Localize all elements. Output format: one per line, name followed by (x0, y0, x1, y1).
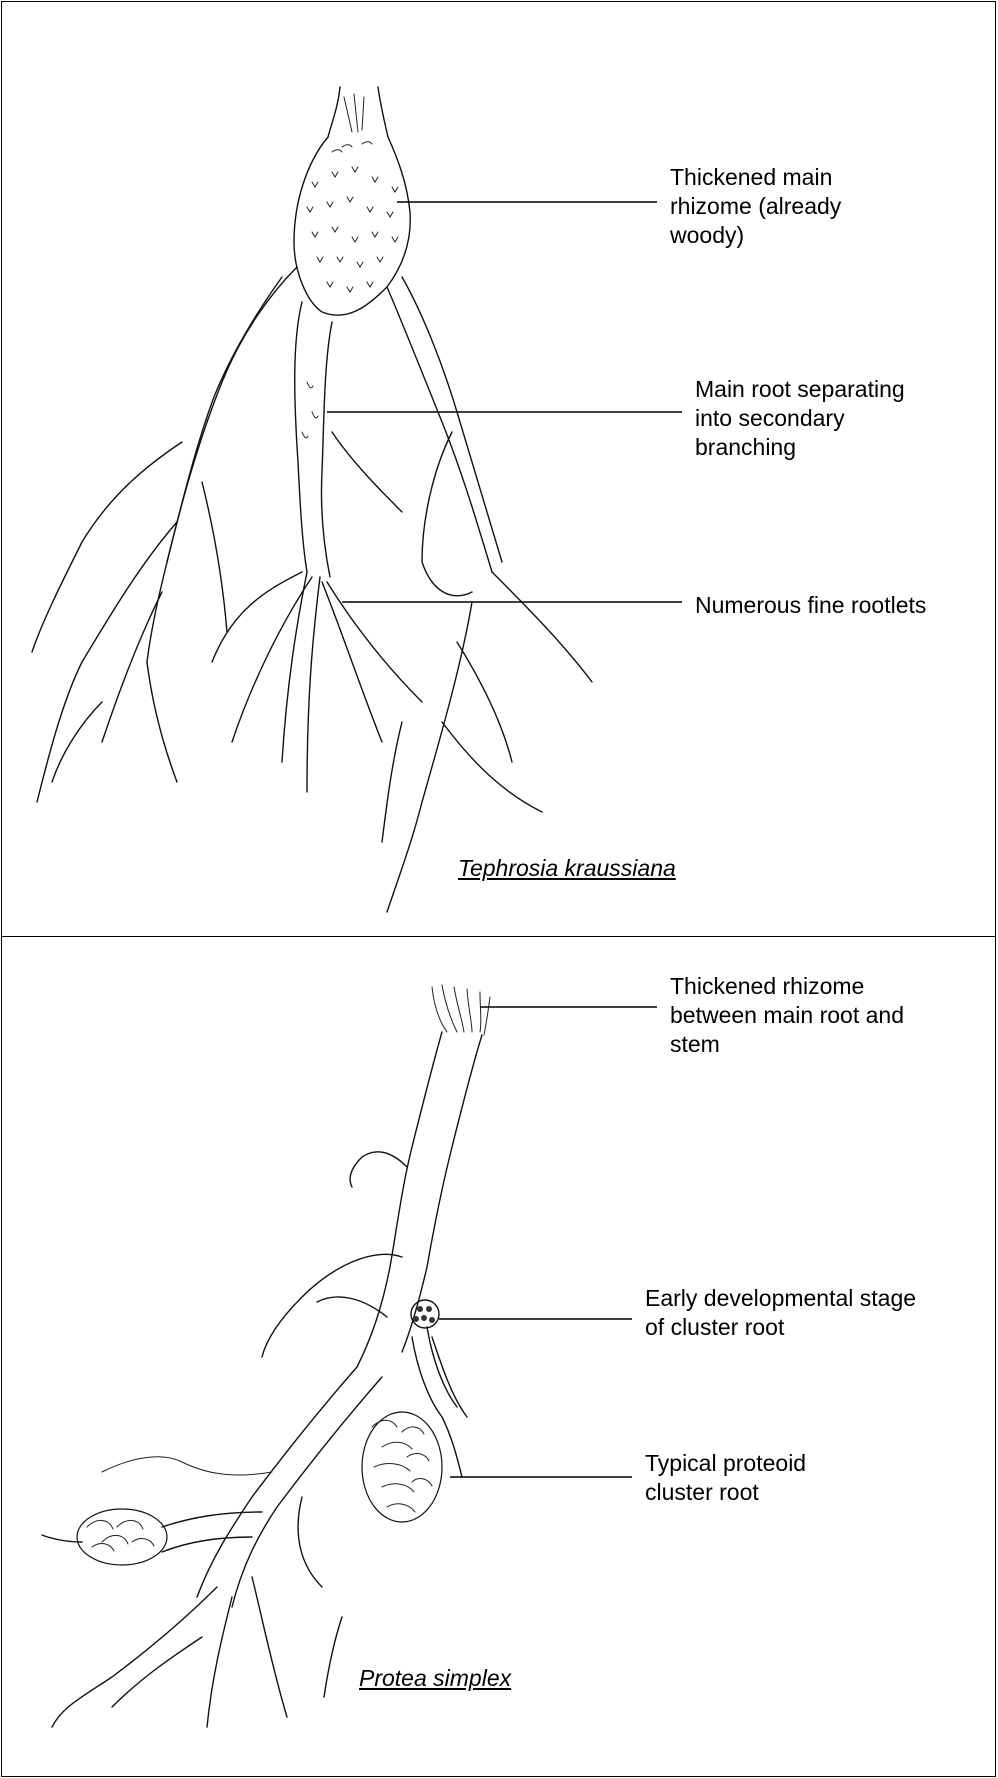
tephrosia-root-drawing (2, 2, 997, 938)
rhizome-texture (307, 142, 398, 292)
protea-root-drawing (2, 937, 997, 1778)
annotation-thickened-main-rhizome: Thickened main rhizome (already woody) (670, 163, 841, 250)
rhizome-top (432, 985, 490, 1035)
left-cluster-root (42, 1509, 167, 1565)
panel-tephrosia: Thickened main rhizome (already woody) M… (1, 1, 996, 937)
annotation-numerous-fine-rootlets: Numerous fine rootlets (695, 591, 926, 620)
annotation-thickened-rhizome: Thickened rhizome between main root and … (670, 972, 904, 1059)
annotation-main-root-separating: Main root separating into secondary bran… (695, 375, 905, 462)
species-name-tephrosia: Tephrosia kraussiana (458, 855, 676, 882)
annotation-typical-proteoid-cluster-root: Typical proteoid cluster root (645, 1449, 806, 1507)
species-name-protea: Protea simplex (359, 1665, 511, 1692)
annotation-early-developmental-stage: Early developmental stage of cluster roo… (645, 1284, 916, 1342)
typical-proteoid-cluster-root (362, 1412, 442, 1522)
panel-protea: Thickened rhizome between main root and … (1, 936, 996, 1777)
